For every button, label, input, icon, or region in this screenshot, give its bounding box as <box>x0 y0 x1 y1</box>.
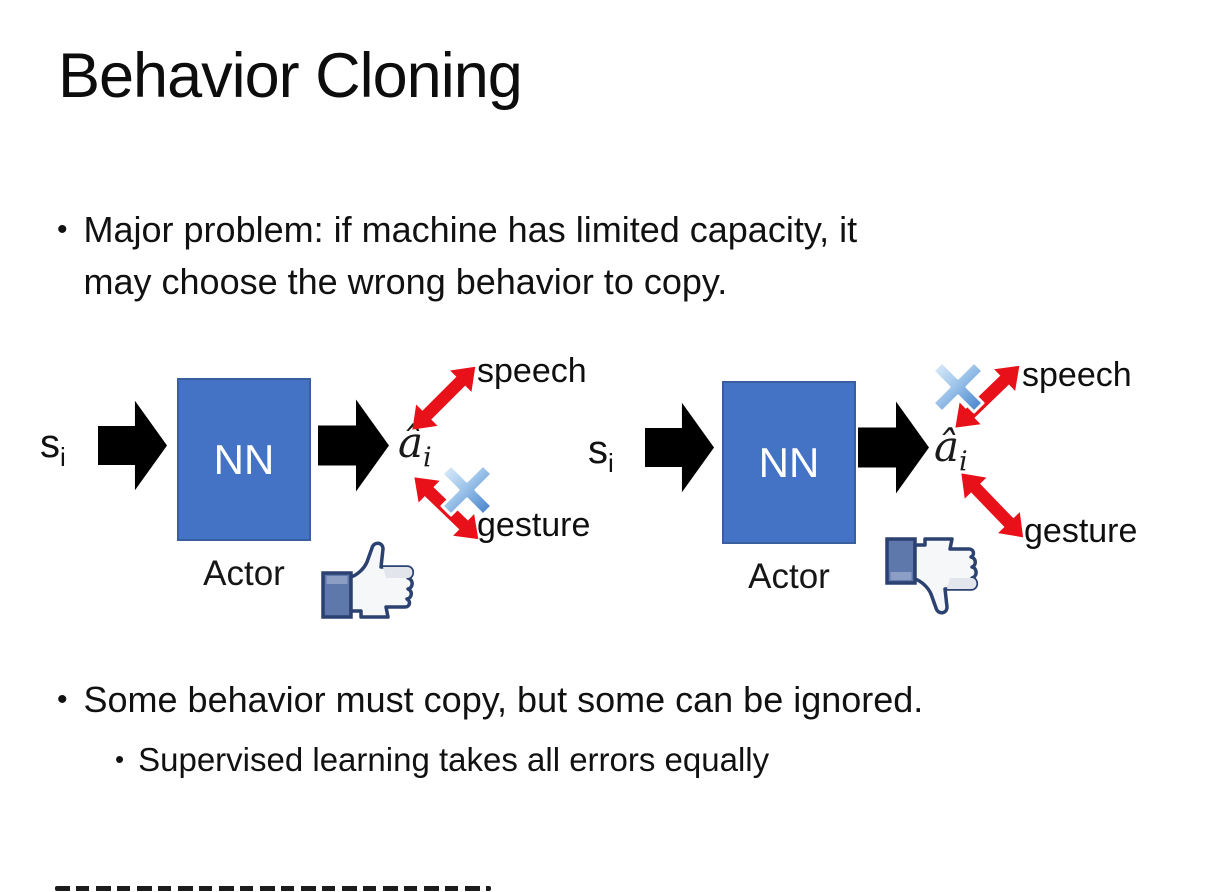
thumbs-up-icon <box>320 538 424 622</box>
speech-label: speech <box>1022 356 1132 394</box>
bullet-text: Some behavior must copy, but some can be… <box>83 679 924 720</box>
input-arrow-icon <box>645 400 715 495</box>
output-action-label: âi <box>934 422 968 477</box>
actor-label: Actor <box>748 557 830 596</box>
action-subscript: i <box>959 446 968 478</box>
state-symbol: s <box>588 428 608 472</box>
bullet-some-behavior: • Some behavior must copy, but some can … <box>57 674 1177 726</box>
speech-double-arrow-icon <box>401 355 487 441</box>
state-symbol: s <box>40 422 60 466</box>
bullet-marker: • <box>115 744 125 774</box>
bullet-marker: • <box>57 213 68 246</box>
state-subscript: i <box>608 448 614 478</box>
bullet-text: Major problem: if machine has limited ca… <box>84 204 858 308</box>
nn-box: NN <box>177 378 311 541</box>
bullet-marker: • <box>57 683 68 716</box>
bullet-major-problem: • Major problem: if machine has limited … <box>57 204 1137 308</box>
speech-label: speech <box>477 352 587 390</box>
input-arrow-icon <box>98 398 168 493</box>
output-arrow-icon <box>318 398 390 493</box>
nn-box: NN <box>722 381 856 544</box>
state-subscript: i <box>60 442 66 472</box>
actor-label: Actor <box>203 554 285 593</box>
bullet-line-2: may choose the wrong behavior to copy. <box>83 261 728 302</box>
action-subscript: i <box>423 442 432 474</box>
input-state-label: si <box>588 428 614 479</box>
action-symbol: â <box>934 422 960 471</box>
nn-label: NN <box>213 435 275 483</box>
gesture-label: gesture <box>1024 512 1138 550</box>
input-state-label: si <box>40 422 66 473</box>
page-title: Behavior Cloning <box>58 41 523 111</box>
bullet-text: Supervised learning takes all errors equ… <box>138 741 770 778</box>
gesture-label: gesture <box>477 506 591 544</box>
bullet-supervised-learning: • Supervised learning takes all errors e… <box>115 736 769 783</box>
nn-label: NN <box>758 438 820 486</box>
bullet-line-1: Major problem: if machine has limited ca… <box>83 209 858 250</box>
output-arrow-icon <box>858 400 930 495</box>
cropped-text-line <box>55 886 491 891</box>
thumbs-down-icon <box>884 534 988 618</box>
cross-out-speech-icon <box>926 355 990 419</box>
